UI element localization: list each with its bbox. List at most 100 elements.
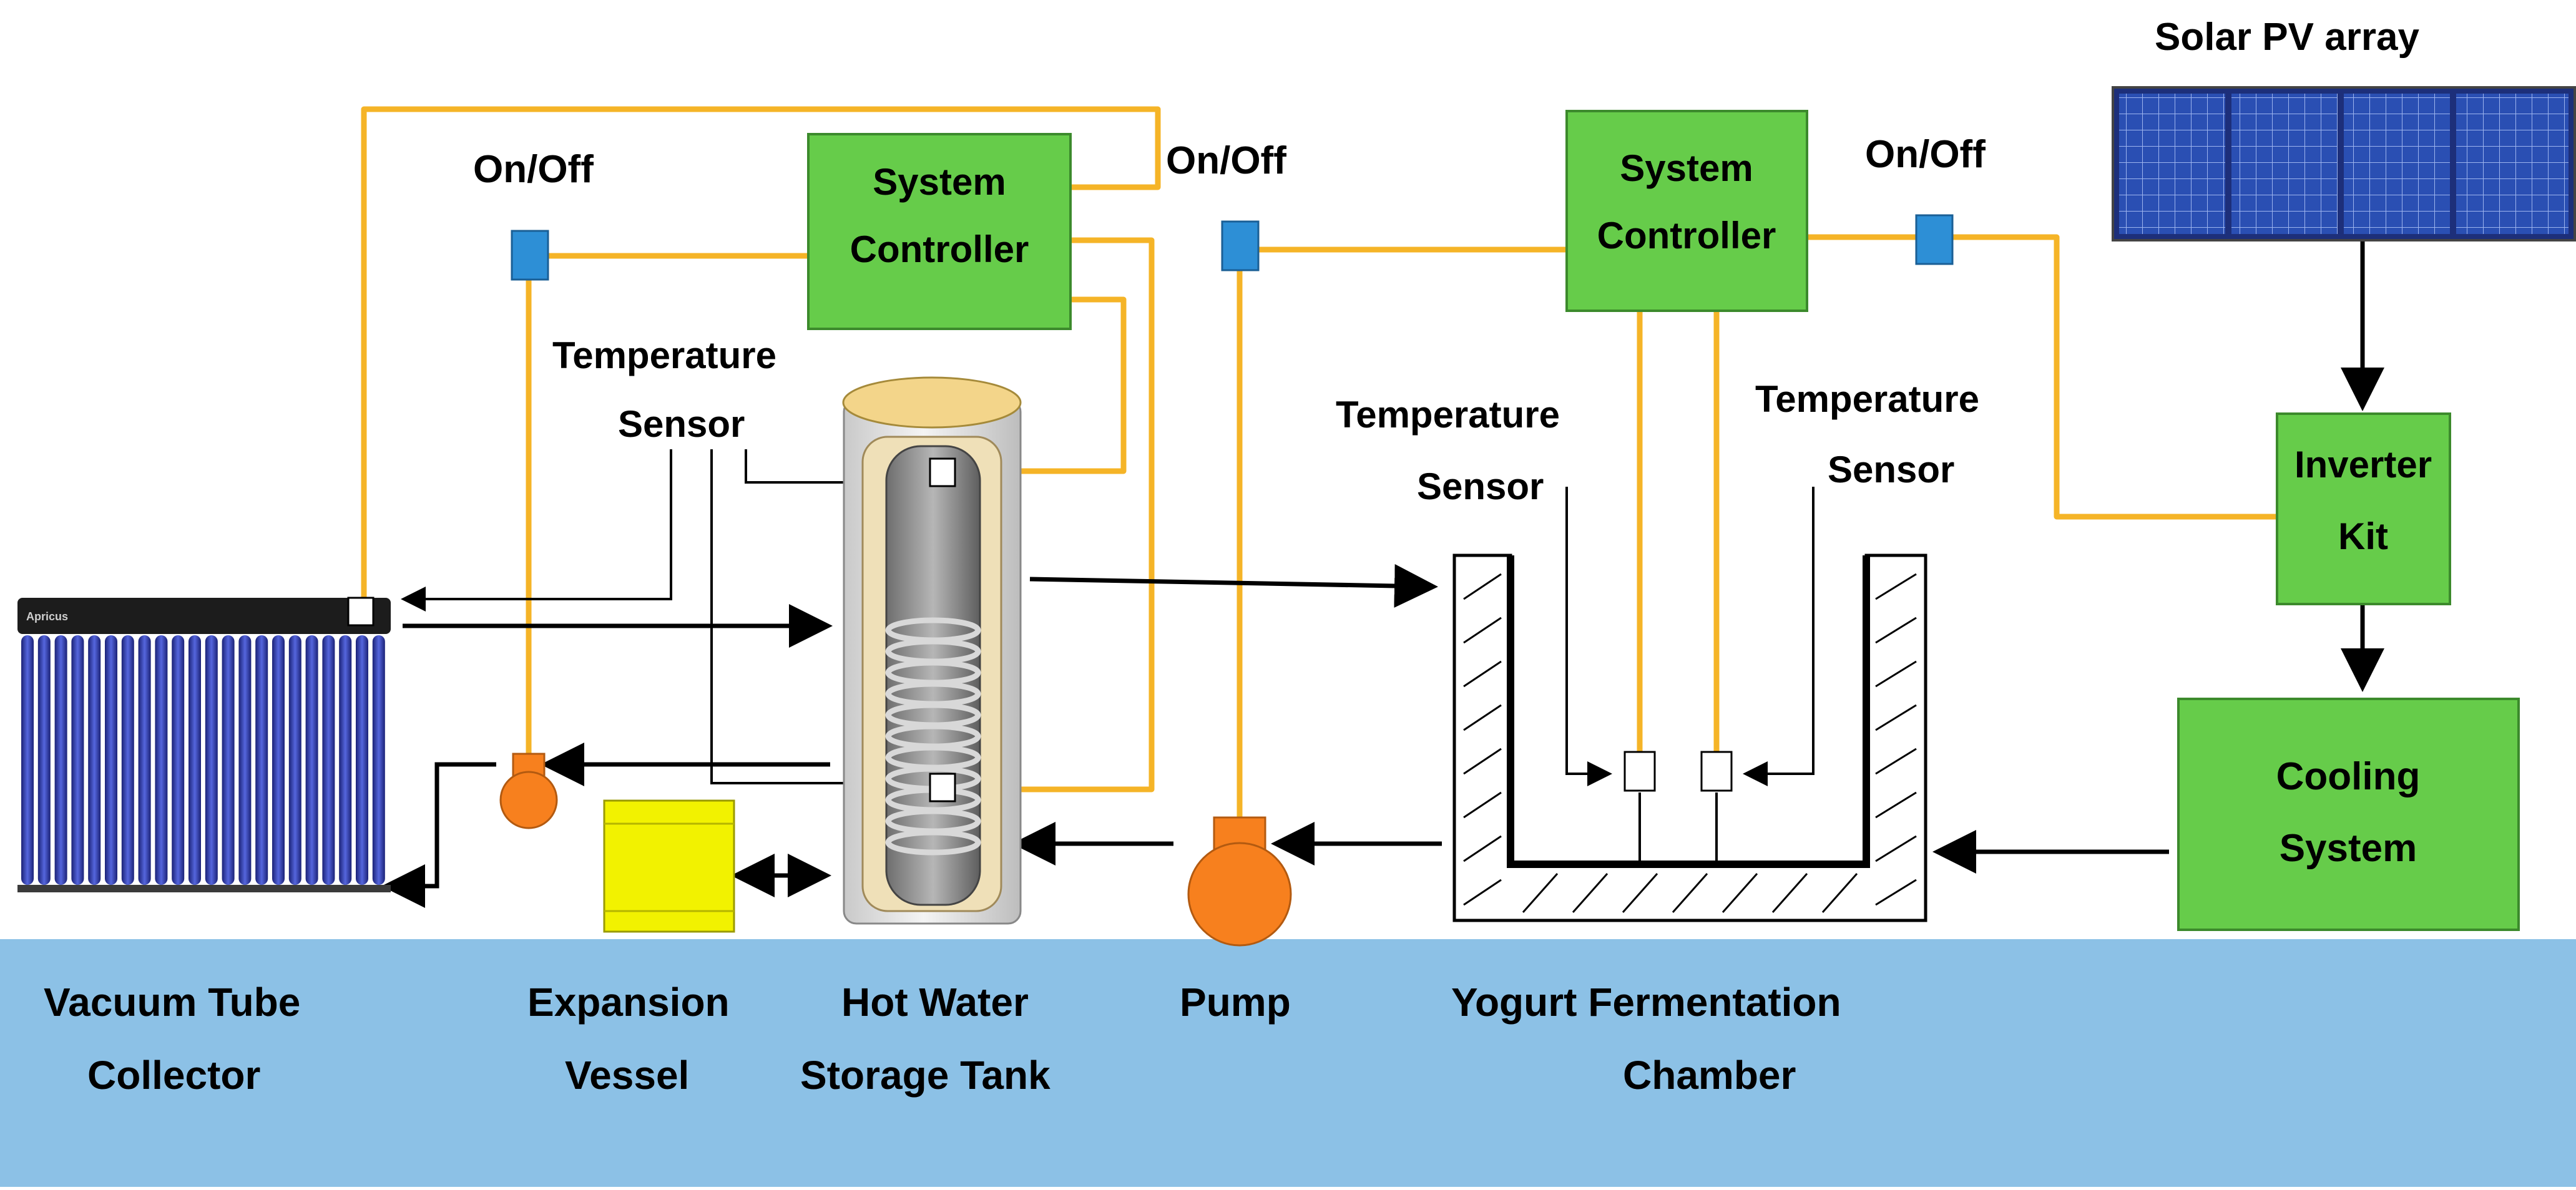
hatch-stroke <box>1821 873 1858 913</box>
system-controller-1 <box>807 133 1072 330</box>
chamber-insulation-hatch <box>1463 573 1917 913</box>
ground-band <box>0 939 2576 1187</box>
vacuum-tube <box>189 635 201 885</box>
solar-pv-array-label: Solar PV array <box>2155 16 2419 59</box>
vacuum-tube <box>356 635 368 885</box>
collector-header <box>17 598 391 634</box>
hatch-stroke <box>1875 748 1917 775</box>
hatch-stroke <box>1522 873 1559 913</box>
hatch-stroke <box>1875 617 1917 644</box>
hatch-stroke <box>1875 704 1917 731</box>
hatch-stroke <box>1463 704 1502 731</box>
hatch-stroke <box>1463 835 1502 862</box>
hatch-stroke <box>1771 873 1808 913</box>
temperature-sensor-label-2b: Sensor <box>1417 466 1544 507</box>
cooling-system <box>2177 698 2520 931</box>
hot-water-tank-label-2: Storage Tank <box>800 1053 1050 1098</box>
on-off-switch-1[interactable] <box>511 230 549 281</box>
inverter-kit <box>2276 412 2451 605</box>
vacuum-tube <box>205 635 218 885</box>
vacuum-tube <box>138 635 151 885</box>
hatch-stroke <box>1875 835 1917 862</box>
collector-brand: Apricus <box>26 610 68 623</box>
control-wires <box>361 106 2277 817</box>
expansion-vessel <box>603 799 735 933</box>
vacuum-tube-collector-label-2: Collector <box>87 1053 260 1098</box>
hatch-stroke <box>1463 660 1502 688</box>
tank-sensor-upper <box>929 457 956 487</box>
sensor-leaders <box>401 449 1814 864</box>
coil-loop <box>885 829 981 856</box>
system-controller-2 <box>1565 110 1808 312</box>
system-controller-2-line2: Controller <box>1597 215 1776 256</box>
temperature-sensor-label-2: Temperature <box>1336 394 1560 436</box>
circulation-pump <box>1187 816 1292 947</box>
cooling-system-line1: Cooling <box>2276 755 2421 798</box>
temperature-sensor-label-3b: Sensor <box>1828 449 1954 490</box>
vacuum-tube <box>21 635 34 885</box>
temperature-sensor-label-1: Temperature <box>552 334 776 376</box>
inverter-kit-line1: Inverter <box>2294 444 2432 485</box>
system-controller-1-line1: System <box>873 161 1006 203</box>
chamber-sensor-1 <box>1623 751 1656 792</box>
on-off-switch-2[interactable] <box>1221 220 1260 271</box>
vacuum-tube <box>172 635 185 885</box>
hatch-stroke <box>1463 748 1502 775</box>
on-off-label-1: On/Off <box>473 148 594 191</box>
hatch-stroke <box>1622 873 1658 913</box>
vacuum-tube <box>222 635 235 885</box>
system-controller-2-line1: System <box>1620 147 1753 189</box>
vacuum-tube <box>238 635 252 885</box>
hatch-stroke <box>1721 873 1758 913</box>
collector-sensor <box>347 597 375 627</box>
collector-bottom-rail <box>17 885 391 892</box>
vacuum-tube <box>155 635 168 885</box>
hatch-stroke <box>1875 791 1917 819</box>
inverter-kit-line2: Kit <box>2338 515 2388 557</box>
solar-pv-array <box>2112 86 2576 241</box>
hatch-stroke <box>1463 879 1502 906</box>
flow-arrows <box>381 240 2384 908</box>
collector-pump <box>499 753 558 829</box>
vacuum-tube <box>88 635 101 885</box>
on-off-label-3: On/Off <box>1865 133 1986 176</box>
yogurt-fermentation-chamber <box>1452 554 1927 922</box>
on-off-label-2: On/Off <box>1166 139 1286 182</box>
hatch-stroke <box>1672 873 1708 913</box>
yogurt-chamber-label-1: Yogurt Fermentation <box>1451 980 1841 1025</box>
yogurt-chamber-label-2: Chamber <box>1623 1053 1796 1098</box>
hot-water-tank-label-1: Hot Water <box>841 980 1029 1025</box>
hot-water-storage-tank <box>842 376 1022 925</box>
temperature-sensor-label-3: Temperature <box>1755 378 1979 420</box>
hatch-stroke <box>1463 791 1502 819</box>
vacuum-tube <box>71 635 84 885</box>
collector-tubes <box>21 635 385 885</box>
hatch-stroke <box>1875 879 1917 906</box>
vacuum-tube <box>372 635 385 885</box>
expansion-vessel-label-1: Expansion <box>527 980 730 1025</box>
hatch-stroke <box>1463 617 1502 644</box>
pump-label: Pump <box>1180 980 1291 1025</box>
vacuum-tube <box>54 635 67 885</box>
hatch-stroke <box>1875 660 1917 688</box>
vacuum-tube <box>121 635 134 885</box>
vacuum-tube <box>255 635 268 885</box>
system-controller-1-line2: Controller <box>850 228 1029 270</box>
vacuum-tube <box>272 635 285 885</box>
vacuum-tube-collector: Apricus <box>17 597 391 892</box>
hatch-stroke <box>1572 873 1609 913</box>
vacuum-tube <box>288 635 301 885</box>
hatch-stroke <box>1875 573 1917 600</box>
cooling-system-line2: System <box>2280 827 2417 870</box>
chamber-sensor-2 <box>1700 751 1733 792</box>
on-off-switch-3[interactable] <box>1915 214 1954 265</box>
vacuum-tube <box>305 635 318 885</box>
temperature-sensor-label-1b: Sensor <box>618 403 745 445</box>
vacuum-tube <box>105 635 117 885</box>
hatch-stroke <box>1463 573 1502 600</box>
expansion-vessel-label-2: Vessel <box>565 1053 689 1098</box>
vacuum-tube <box>322 635 335 885</box>
tank-sensor-lower <box>929 773 956 802</box>
